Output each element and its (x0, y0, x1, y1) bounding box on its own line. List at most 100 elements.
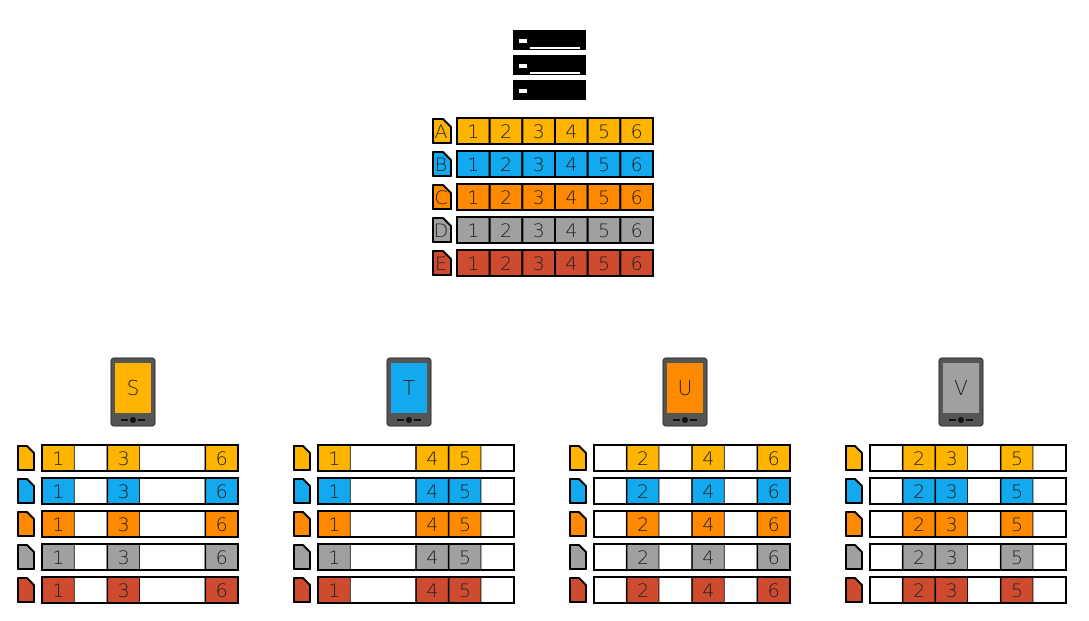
chunk-cell (481, 445, 514, 471)
chunk-number: 5 (459, 514, 471, 536)
chunk-cell (488, 117, 524, 145)
chunk-cell (594, 577, 627, 603)
chunk-cell (586, 183, 622, 211)
chunk-number: 4 (565, 154, 577, 176)
chunk-number: 1 (467, 253, 479, 275)
file-icon (17, 478, 35, 504)
file-label: D (434, 220, 449, 242)
chunk-cell (968, 544, 1001, 570)
tablet-device-icon (386, 357, 432, 427)
chunk-number: 3 (118, 514, 130, 536)
chunk-cell (383, 544, 416, 570)
chunk-number: 1 (52, 547, 64, 569)
chunk-cell (999, 510, 1035, 538)
chunk-number: 4 (565, 220, 577, 242)
chunk-cell (968, 511, 1001, 537)
chunk-number: 6 (631, 154, 643, 176)
chunk-number: 6 (631, 253, 643, 275)
chunk-number: 3 (533, 121, 545, 143)
chunk-number: 6 (768, 514, 780, 536)
chunk-number: 3 (118, 580, 130, 602)
file-icon (569, 478, 587, 504)
chunk-cell (870, 478, 903, 504)
chunk-number: 4 (426, 448, 438, 470)
chunk-cell (594, 445, 627, 471)
chunk-cell (74, 511, 108, 537)
chunk-number: 4 (565, 187, 577, 209)
chunk-number: 5 (1011, 481, 1023, 503)
tablet-device-icon (110, 357, 156, 427)
chunk-number: 1 (52, 580, 64, 602)
file-icon (293, 544, 311, 570)
chunk-cell (619, 249, 654, 277)
file-icon (293, 511, 311, 537)
chunk-cell (383, 478, 416, 504)
chunk-cell (586, 150, 622, 178)
chunk-number: 1 (52, 481, 64, 503)
chunk-number: 6 (216, 580, 228, 602)
chunk-cell (383, 445, 416, 471)
chunk-number: 1 (467, 220, 479, 242)
chunk-cell (870, 445, 903, 471)
chunk-number: 3 (533, 187, 545, 209)
chunk-number: 2 (500, 187, 512, 209)
tablet-device-icon (938, 357, 984, 427)
file-icon (17, 544, 35, 570)
chunk-cell (488, 183, 524, 211)
chunk-cell (724, 577, 758, 603)
chunk-cell (1033, 511, 1066, 537)
chunk-number: 4 (426, 547, 438, 569)
chunk-number: 3 (946, 481, 958, 503)
file-icon (845, 445, 863, 471)
chunk-cell (488, 249, 524, 277)
file-label: C (434, 187, 447, 209)
chunk-number: 4 (702, 514, 714, 536)
device-label: V (954, 376, 968, 400)
chunk-cell (74, 445, 108, 471)
chunk-cell (140, 511, 173, 537)
chunk-number: 6 (768, 481, 780, 503)
chunk-cell (659, 577, 692, 603)
chunk-cell (901, 477, 937, 505)
chunk-number: 4 (702, 547, 714, 569)
chunk-cell (74, 577, 108, 603)
chunk-number: 4 (702, 481, 714, 503)
file-icon (845, 577, 863, 603)
chunk-cell (968, 445, 1001, 471)
chunk-cell (172, 577, 206, 603)
file-icon (845, 544, 863, 570)
chunk-cell (350, 445, 384, 471)
chunk-cell (481, 511, 514, 537)
chunk-cell (659, 544, 692, 570)
chunk-number: 4 (426, 580, 438, 602)
chunk-cell (554, 150, 589, 178)
chunk-number: 1 (328, 514, 340, 536)
chunk-cell (172, 445, 206, 471)
chunk-cell (74, 478, 108, 504)
chunk-number: 2 (637, 514, 649, 536)
chunk-number: 5 (459, 481, 471, 503)
chunk-number: 6 (768, 547, 780, 569)
chunk-cell (456, 183, 491, 211)
chunk-number: 4 (565, 121, 577, 143)
chunk-cell (350, 577, 384, 603)
file-icon (432, 184, 452, 210)
chunk-cell (594, 544, 627, 570)
chunk-number: 1 (328, 547, 340, 569)
chunk-cell (106, 543, 141, 571)
